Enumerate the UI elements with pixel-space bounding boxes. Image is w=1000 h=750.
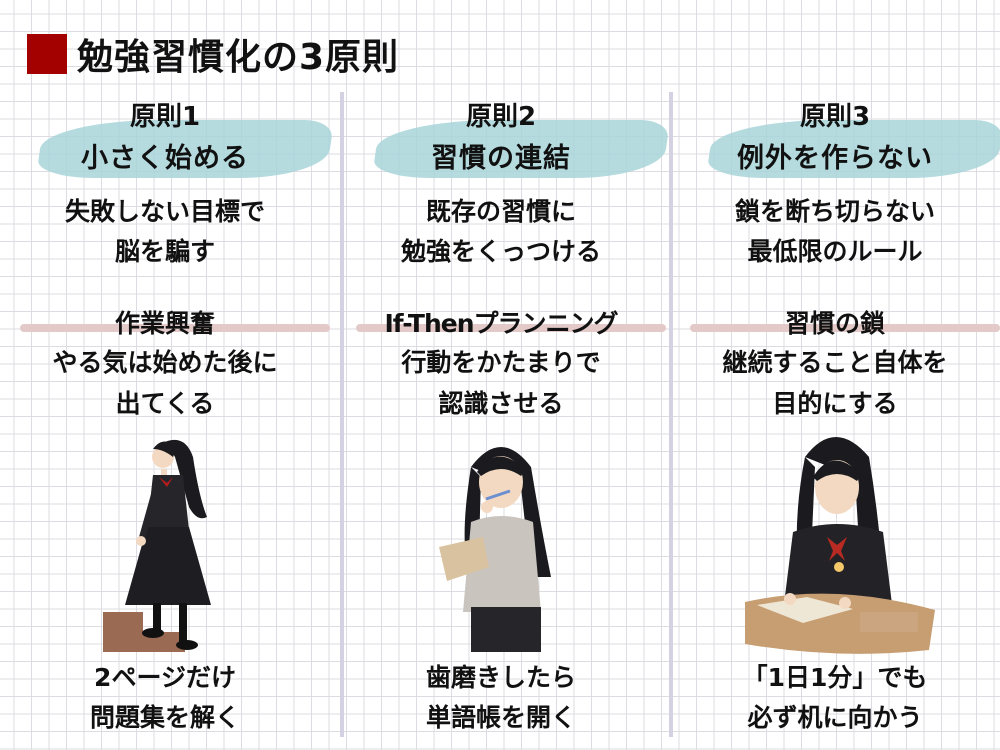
desc-line: 出てくる	[115, 389, 215, 418]
principle-number: 原則1	[129, 102, 201, 132]
concept-name: 作業興奮	[114, 309, 215, 338]
page-title: 勉強習慣化の3原則	[27, 28, 399, 80]
principle-description: 既存の習慣に 勉強をくっつける	[336, 192, 666, 272]
underline-highlight	[356, 324, 666, 332]
example-line: 問題集を解く	[89, 703, 240, 732]
concept-description: 継続すること自体を 目的にする	[670, 342, 1000, 424]
principle-number: 原則2	[465, 102, 537, 132]
desc-line: 既存の習慣に	[425, 197, 576, 226]
underline-highlight	[20, 324, 330, 332]
principle-description: 失敗しない目標で 脳を騙す	[0, 192, 330, 272]
example-text: 「1日1分」でも 必ず机に向かう	[670, 658, 1000, 738]
example-line: 「1日1分」でも	[742, 663, 928, 692]
example-text: 歯磨きしたら 単語帳を開く	[336, 658, 666, 738]
principle-column-3: 原則3 例外を作らない 鎖を断ち切らない 最低限のルール 習慣の鎖 継続すること…	[670, 92, 1000, 742]
concept-description: やる気は始めた後に 出てくる	[0, 342, 330, 424]
desc-line: 認識させる	[438, 389, 564, 418]
desc-line: 勉強をくっつける	[400, 237, 601, 266]
example-line: 単語帳を開く	[425, 703, 576, 732]
column-divider	[669, 92, 673, 737]
example-line: 2ページだけ	[94, 663, 236, 692]
principle-number: 原則3	[799, 102, 871, 132]
principle-description: 鎖を断ち切らない 最低限のルール	[670, 192, 1000, 272]
example-line: 歯磨きしたら	[425, 663, 576, 692]
desc-line: やる気は始めた後に	[52, 348, 278, 377]
underline-highlight	[690, 324, 1000, 332]
title-text: 勉強習慣化の3原則	[77, 37, 400, 78]
principle-name: 小さく始める	[81, 143, 249, 174]
concept-name: 習慣の鎖	[784, 309, 885, 338]
example-line: 必ず机に向かう	[747, 703, 923, 732]
girl-studying-at-desk-illustration	[745, 437, 935, 654]
desc-line: 最低限のルール	[747, 237, 923, 266]
red-square-marker	[27, 34, 67, 74]
girl-climbing-stairs-illustration	[103, 439, 211, 652]
concept-description: 行動をかたまりで 認識させる	[336, 342, 666, 424]
desc-line: 継続すること自体を	[722, 348, 948, 377]
desc-line: 失敗しない目標で	[64, 197, 265, 226]
example-text: 2ページだけ 問題集を解く	[0, 658, 330, 738]
column-divider	[340, 92, 344, 737]
principle-column-1: 原則1 小さく始める 失敗しない目標で 脳を騙す 作業興奮 やる気は始めた後に …	[0, 92, 335, 742]
desc-line: 行動をかたまりで	[401, 348, 601, 377]
desc-line: 脳を騙す	[114, 237, 215, 266]
desc-line: 目的にする	[772, 389, 898, 418]
concept-name: If-Thenプランニング	[384, 309, 618, 338]
desc-line: 鎖を断ち切らない	[734, 197, 935, 226]
principle-name: 例外を作らない	[737, 143, 933, 174]
principle-column-2: 原則2 習慣の連結 既存の習慣に 勉強をくっつける If-Thenプランニング …	[336, 92, 671, 742]
girl-brushing-teeth-reading-illustration	[439, 447, 551, 652]
principle-name: 習慣の連結	[431, 143, 571, 174]
